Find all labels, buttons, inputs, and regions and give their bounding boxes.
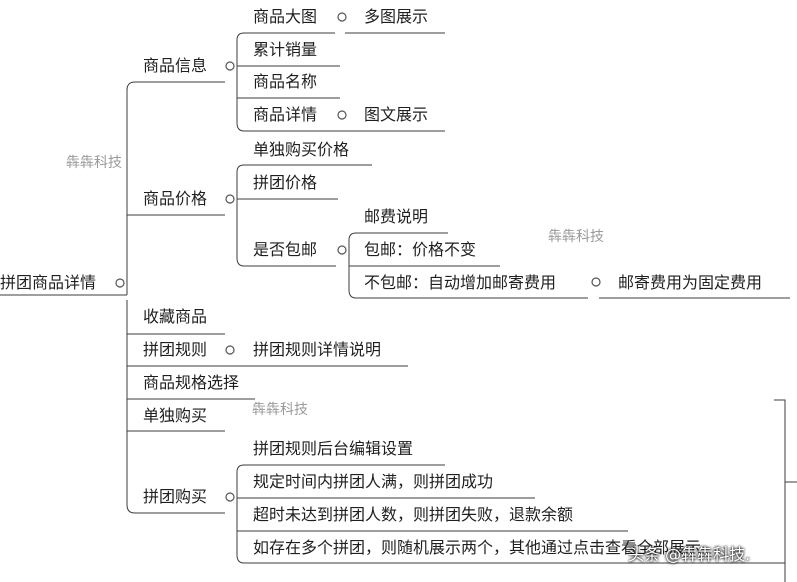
- node-shipping-not-free-note[interactable]: 邮寄费用为固定费用: [618, 273, 763, 292]
- collapse-toggle-group-buy: [225, 492, 235, 502]
- node-product-info[interactable]: 商品信息: [143, 56, 208, 75]
- collapse-toggle-not-free: [591, 277, 601, 287]
- node-group-price[interactable]: 拼团价格: [253, 173, 318, 192]
- collapse-toggle-group-rule: [225, 345, 235, 355]
- collapse-toggle-root: [115, 278, 125, 288]
- node-big-image-note[interactable]: 多图展示: [364, 7, 429, 26]
- collapse-toggle-shipping: [337, 245, 347, 255]
- node-product-detail[interactable]: 商品详情: [253, 105, 318, 124]
- watermark: 犇犇科技: [548, 229, 604, 245]
- node-product-name[interactable]: 商品名称: [253, 72, 318, 91]
- source-credit: 头条 @犇犇科技.: [628, 545, 751, 564]
- watermark: 犇犇科技: [252, 402, 308, 418]
- root-node[interactable]: 拼团商品详情: [0, 273, 97, 292]
- node-product-detail-note[interactable]: 图文展示: [364, 105, 429, 124]
- node-group-buy-item[interactable]: 规定时间内拼团人满，则拼团成功: [253, 472, 494, 491]
- node-shipping[interactable]: 是否包邮: [253, 240, 318, 259]
- node-solo-price[interactable]: 单独购买价格: [253, 140, 350, 159]
- node-solo-buy[interactable]: 单独购买: [143, 406, 208, 425]
- node-group-buy-item[interactable]: 拼团规则后台编辑设置: [253, 439, 414, 458]
- node-shipping-free[interactable]: 包邮：价格不变: [364, 240, 477, 259]
- node-group-buy[interactable]: 拼团购买: [143, 487, 208, 506]
- node-group-rule-note[interactable]: 拼团规则详情说明: [253, 340, 382, 359]
- node-sales[interactable]: 累计销量: [253, 40, 318, 59]
- node-favorite[interactable]: 收藏商品: [143, 307, 208, 326]
- node-shipping-desc[interactable]: 邮费说明: [364, 207, 429, 226]
- collapse-toggle-product-info: [225, 61, 235, 71]
- node-price[interactable]: 商品价格: [143, 189, 208, 208]
- collapse-toggle-detail: [337, 110, 347, 120]
- watermark: 犇犇科技: [66, 155, 122, 171]
- node-group-buy-item[interactable]: 如存在多个拼团，则随机展示两个，其他通过点击查看全部展示: [253, 538, 702, 557]
- node-group-buy-item[interactable]: 超时未达到拼团人数，则拼团失败，退款余额: [253, 505, 574, 524]
- node-group-rule[interactable]: 拼团规则: [143, 340, 208, 359]
- node-spec[interactable]: 商品规格选择: [143, 373, 240, 392]
- node-shipping-not-free[interactable]: 不包邮：自动增加邮寄费用: [364, 273, 557, 292]
- collapse-toggle-price: [225, 194, 235, 204]
- collapse-toggle-big-image: [337, 12, 347, 22]
- node-big-image[interactable]: 商品大图: [253, 7, 318, 26]
